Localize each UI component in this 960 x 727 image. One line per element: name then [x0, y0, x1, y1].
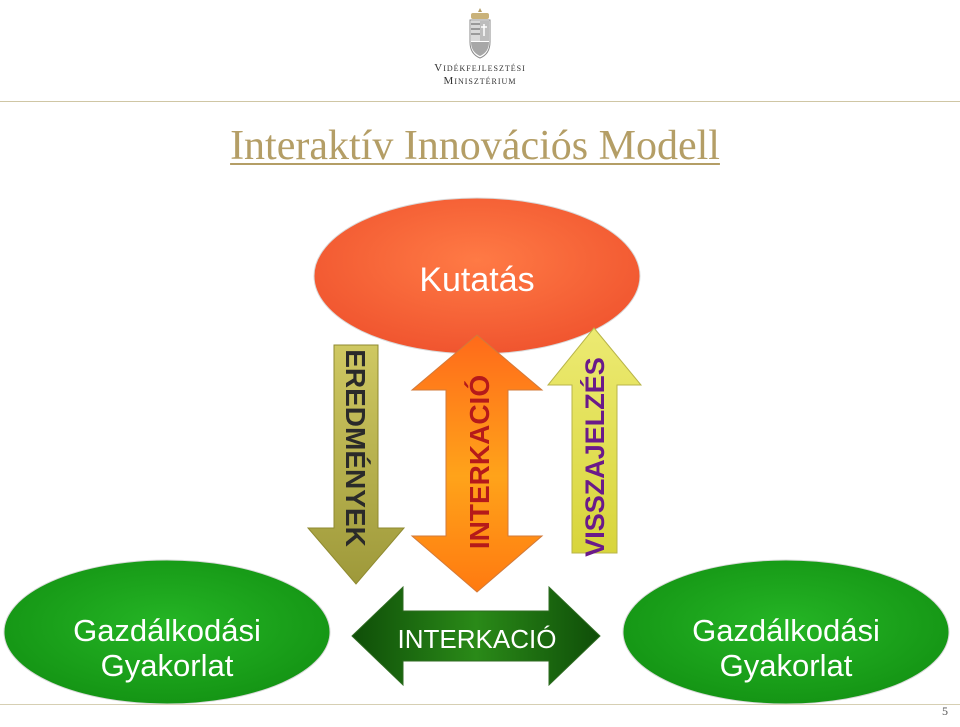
footer-divider	[0, 704, 960, 705]
feedback-arrow-label: VISSZAJELZÉS	[579, 357, 610, 557]
left-practice-node: Gazdálkodási Gyakorlat	[3, 559, 331, 705]
left-node-line1: Gazdálkodási	[73, 613, 261, 648]
feedback-up-arrow: VISSZAJELZÉS	[546, 327, 643, 557]
ministry-name: Vidékfejlesztési Minisztérium	[380, 62, 580, 88]
slide-title: Interaktív Innovációs Modell	[230, 123, 720, 169]
results-arrow-label: EREDMÉNYEK	[340, 349, 371, 547]
interaction-vertical-label: INTERKACIÓ	[464, 375, 495, 549]
left-node-line2: Gyakorlat	[101, 648, 234, 683]
right-node-line2: Gyakorlat	[720, 648, 853, 683]
header-divider	[0, 101, 960, 102]
research-node: Kutatás	[313, 197, 641, 355]
page-number: 5	[942, 704, 948, 718]
research-node-label: Kutatás	[419, 261, 534, 299]
right-practice-node: Gazdálkodási Gyakorlat	[622, 559, 950, 705]
interaction-double-arrow: INTERKACIÓ	[410, 334, 544, 593]
interaction-horizontal-label: INTERKACIÓ	[398, 624, 557, 654]
coat-of-arms-icon	[463, 6, 497, 60]
right-node-line1: Gazdálkodási	[692, 613, 880, 648]
ministry-name-line1: Vidékfejlesztési	[434, 62, 526, 74]
results-down-arrow: EREDMÉNYEK	[306, 344, 406, 585]
ministry-name-line2: Minisztérium	[443, 75, 517, 87]
interaction-horizontal-arrow: INTERKACIÓ	[351, 585, 601, 687]
